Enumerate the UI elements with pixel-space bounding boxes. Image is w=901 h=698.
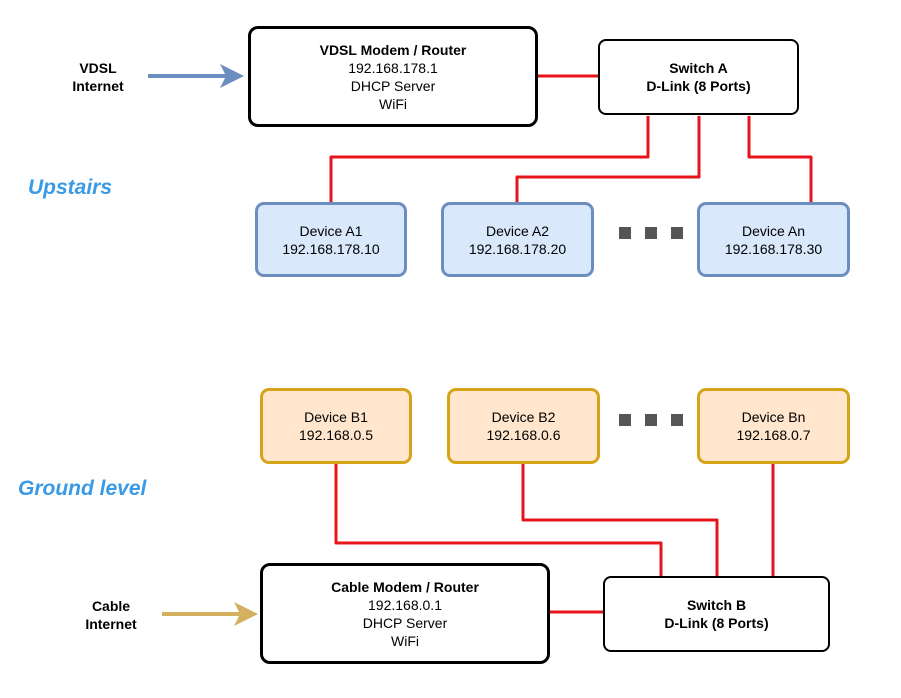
device-a1[interactable]: Device A1 192.168.178.10 [255, 202, 407, 277]
wire-device-b2-to-switch-b [521, 464, 719, 576]
device-b1[interactable]: Device B1 192.168.0.5 [260, 388, 412, 464]
device-name: Device Bn [741, 409, 806, 425]
router-ip: 192.168.178.1 [348, 59, 438, 76]
cable-label-line2: Internet [85, 616, 137, 632]
dot [645, 227, 657, 239]
switch-a[interactable]: Switch A D-Link (8 Ports) [598, 39, 799, 115]
device-ip: 192.168.178.30 [724, 240, 823, 257]
vdsl-label-line2: Internet [72, 78, 124, 94]
ellipsis-dots-ground [619, 414, 683, 426]
wire-device-b1-to-switch-b [334, 464, 663, 576]
switch-title: Switch A [669, 60, 728, 76]
device-ip: 192.168.0.5 [299, 427, 373, 443]
cable-internet-label: Cable Internet [71, 597, 151, 633]
wire-switch-a-to-device-a1 [329, 116, 650, 202]
device-name: Device An [741, 222, 806, 239]
router-wifi: WiFi [379, 95, 407, 112]
device-ip: 192.168.178.10 [282, 240, 380, 257]
section-label-ground: Ground level [18, 477, 147, 500]
switch-subtitle: D-Link (8 Ports) [664, 615, 769, 631]
router-wifi: WiFi [391, 632, 419, 649]
section-label-upstairs: Upstairs [28, 176, 113, 199]
switch-subtitle: D-Link (8 Ports) [646, 78, 751, 94]
router-dhcp: DHCP Server [362, 614, 448, 631]
device-ip: 192.168.0.6 [486, 427, 561, 443]
router-ip: 192.168.0.1 [368, 596, 442, 613]
device-name: Device B1 [304, 409, 368, 425]
dot [671, 414, 683, 426]
vdsl-label-line1: VDSL [79, 60, 117, 76]
router-title: VDSL Modem / Router [319, 41, 467, 58]
switch-b[interactable]: Switch B D-Link (8 Ports) [603, 576, 830, 652]
dot [619, 414, 631, 426]
wire-switch-a-to-device-a2 [515, 116, 701, 202]
vdsl-modem-router[interactable]: VDSL Modem / Router 192.168.178.1 DHCP S… [248, 26, 538, 127]
device-bn[interactable]: Device Bn 192.168.0.7 [697, 388, 850, 464]
cable-modem-router[interactable]: Cable Modem / Router 192.168.0.1 DHCP Se… [260, 563, 550, 664]
device-name: Device A2 [485, 222, 550, 239]
switch-title: Switch B [686, 597, 747, 613]
ellipsis-dots-upstairs [619, 227, 683, 239]
router-dhcp: DHCP Server [350, 77, 436, 94]
dot [671, 227, 683, 239]
dot [645, 414, 657, 426]
device-ip: 192.168.178.20 [468, 240, 567, 257]
router-title: Cable Modem / Router [331, 578, 479, 595]
dot [619, 227, 631, 239]
device-a2[interactable]: Device A2 192.168.178.20 [441, 202, 594, 277]
device-ip: 192.168.0.7 [736, 427, 811, 443]
vdsl-internet-label: VDSL Internet [58, 59, 138, 95]
device-name: Device B2 [491, 409, 556, 425]
device-name: Device A1 [299, 222, 363, 239]
device-an[interactable]: Device An 192.168.178.30 [697, 202, 850, 277]
device-b2[interactable]: Device B2 192.168.0.6 [447, 388, 600, 464]
cable-label-line1: Cable [91, 598, 131, 614]
wire-switch-a-to-device-an [747, 116, 813, 202]
